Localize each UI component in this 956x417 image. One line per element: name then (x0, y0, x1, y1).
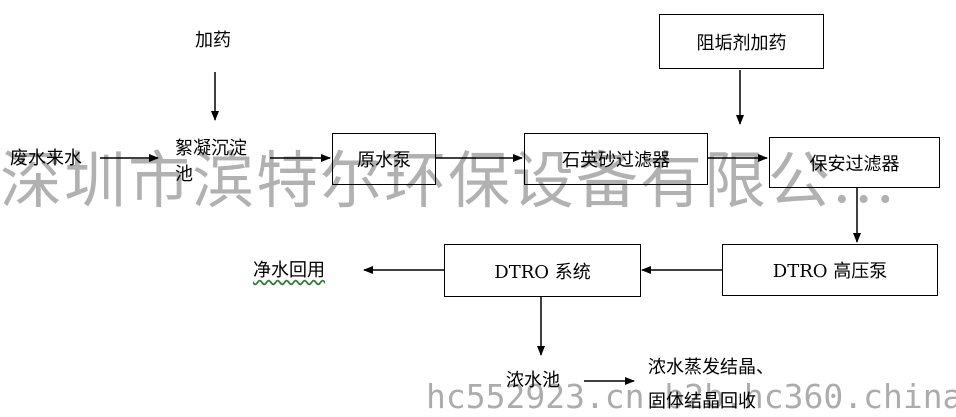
raw-water-pump-label: 原水泵 (357, 150, 411, 171)
dtro-high-pressure-pump-box: DTRO 高压泵 (722, 244, 938, 296)
dtro-system-label: DTRO 系统 (494, 261, 591, 283)
raw-water-pump-box: 原水泵 (332, 133, 436, 185)
coagulation-tank-label-line2: 池 (175, 164, 193, 185)
scale-inhibitor-dosing-label: 阻垢剂加药 (696, 32, 787, 54)
evaporation-crystallization-label-line2: 固体结晶回收 (648, 391, 756, 412)
evaporation-crystallization-label-line1: 浓水蒸发结晶、 (648, 357, 774, 378)
clean-water-reuse-label: 净水回用 (253, 260, 325, 282)
dosing-label: 加药 (195, 30, 231, 51)
quartz-sand-filter-label: 石英砂过滤器 (562, 150, 670, 171)
scale-inhibitor-dosing-box: 阻垢剂加药 (659, 14, 824, 69)
wastewater-inflow-label: 废水来水 (10, 148, 82, 169)
dtro-high-pressure-pump-label: DTRO 高压泵 (772, 261, 888, 282)
security-filter-label: 保安过滤器 (809, 153, 900, 175)
url-watermark: hc552923.cn.b2b.hc360.china.com (426, 377, 956, 416)
clean-water-reuse-text: 净水回用 (253, 260, 325, 281)
security-filter-box: 保安过滤器 (769, 137, 940, 188)
quartz-sand-filter-box: 石英砂过滤器 (524, 133, 708, 185)
dtro-system-box: DTRO 系统 (444, 244, 641, 297)
concentrate-tank-label: 浓水池 (506, 370, 560, 391)
coagulation-tank-label-line1: 絮凝沉淀 (175, 138, 247, 159)
